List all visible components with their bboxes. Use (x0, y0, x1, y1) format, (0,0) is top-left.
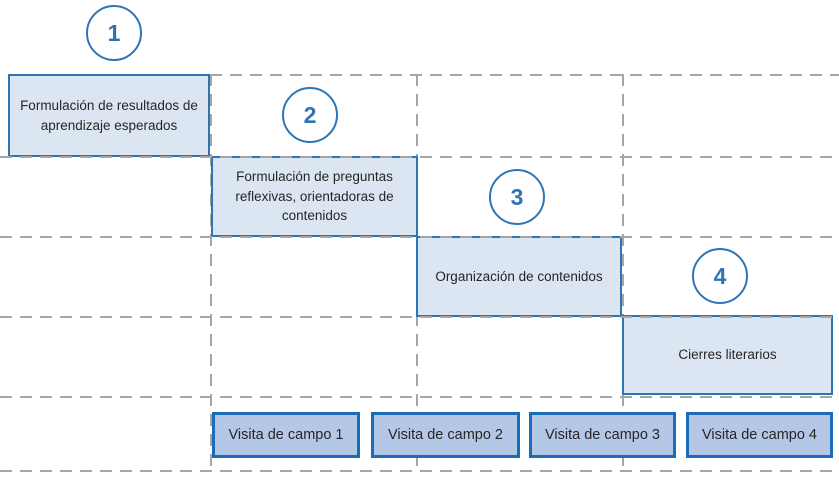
step-number-1: 1 (107, 19, 121, 46)
field-visit-box-3: Visita de campo 3 (529, 412, 676, 458)
grid-hline-6 (0, 470, 839, 472)
step-box-4: Cierres literarios (622, 315, 833, 395)
grid-hline-3 (0, 236, 839, 238)
grid-vline-3 (622, 74, 624, 472)
step-box-1: Formulación de resultados de aprendizaje… (8, 74, 210, 157)
grid-hline-4 (0, 316, 839, 318)
field-visit-box-4: Visita de campo 4 (686, 412, 833, 458)
step-number-circle-1: 1 (86, 5, 142, 61)
field-visit-box-1: Visita de campo 1 (212, 412, 360, 458)
step-number-circle-4: 4 (692, 248, 748, 304)
step-label-1: Formulación de resultados de aprendizaje… (20, 97, 198, 133)
field-visit-label-3: Visita de campo 3 (545, 427, 660, 443)
step-number-circle-3: 3 (489, 169, 545, 225)
field-visit-label-1: Visita de campo 1 (228, 427, 344, 443)
step-number-4: 4 (713, 262, 727, 289)
step-label-3: Organización de contenidos (435, 268, 603, 284)
field-visit-label-4: Visita de campo 4 (702, 427, 817, 443)
step-box-2: Formulación de preguntas reflexivas, ori… (211, 156, 418, 237)
step-number-circle-2: 2 (282, 87, 338, 143)
step-number-3: 3 (510, 183, 524, 210)
step-number-2: 2 (303, 101, 317, 128)
grid-hline-1 (210, 74, 839, 76)
grid-hline-2 (0, 156, 839, 158)
step-box-3: Organización de contenidos (416, 236, 622, 317)
step-label-4: Cierres literarios (678, 347, 777, 363)
grid-vline-1 (210, 74, 212, 472)
field-visit-box-2: Visita de campo 2 (371, 412, 520, 458)
step-label-2: Formulación de preguntas reflexivas, ori… (235, 169, 394, 224)
field-visit-label-2: Visita de campo 2 (388, 427, 503, 443)
grid-hline-5 (0, 396, 839, 398)
